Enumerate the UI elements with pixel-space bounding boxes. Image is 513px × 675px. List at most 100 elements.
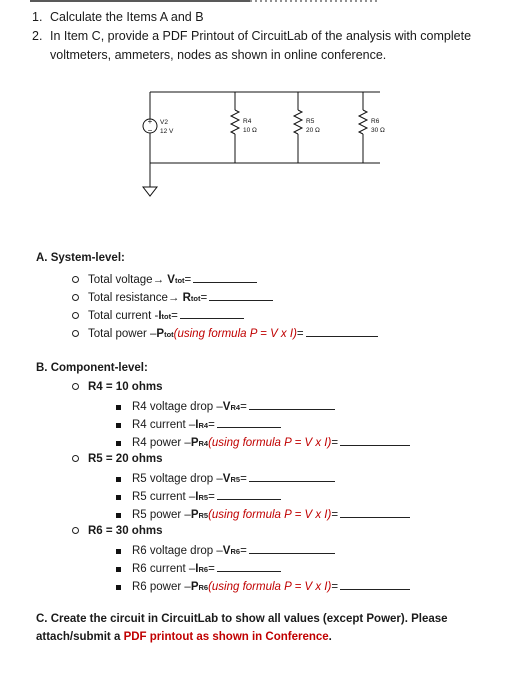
item-symbol: V: [222, 473, 231, 485]
item-symbol: V: [167, 274, 175, 286]
item-equals: =: [171, 310, 178, 322]
answer-blank[interactable]: [216, 561, 281, 572]
section-c-text: C. Create the circuit in CircuitLab to s…: [36, 610, 486, 646]
item-subscript: tot: [190, 294, 201, 303]
section-b-title: B. Component-level:: [36, 362, 148, 374]
item-label: R6 power –: [132, 581, 191, 593]
item-subscript: tot: [164, 330, 174, 339]
bullet-square-icon: [116, 405, 121, 410]
bullet-circle-icon: [72, 527, 79, 534]
item-subscript: tot: [161, 312, 172, 321]
item-equals: =: [296, 328, 304, 340]
item-symbol: V: [222, 401, 231, 413]
bullet-square-icon: [116, 549, 121, 554]
bullet-circle-icon: [72, 455, 79, 462]
item-subscript: R4: [198, 439, 209, 448]
item-label: R4 voltage drop –: [132, 401, 223, 413]
item-equals: =: [208, 491, 215, 503]
item-symbol: P: [156, 328, 165, 340]
item-label: Total resistance: [88, 292, 168, 304]
item-label: R6 voltage drop –: [132, 545, 223, 557]
r6-name: R6: [371, 118, 380, 125]
r6-zigzag: [357, 109, 369, 135]
bullet-square-icon: [116, 513, 121, 518]
group-title: R6 = 30 ohms: [72, 525, 162, 537]
section-c-suffix: .: [328, 631, 332, 643]
answer-blank[interactable]: [248, 399, 335, 410]
bullet-circle-icon: [72, 383, 79, 390]
answer-blank[interactable]: [248, 543, 335, 554]
answer-blank[interactable]: [340, 507, 411, 518]
bullet-circle-icon: [72, 330, 79, 337]
section-a-title: A. System-level:: [36, 252, 125, 264]
item-subscript: R4: [198, 421, 209, 430]
bullet-square-icon: [116, 585, 121, 590]
item-label: Total current -: [88, 310, 159, 322]
source-plus-sign: +: [148, 117, 153, 126]
item-equals: =: [240, 545, 247, 557]
group-title: R4 = 10 ohms: [72, 381, 162, 393]
r5-value: 20 Ω: [306, 127, 320, 134]
circuit-diagram: + − V2 12 V R4 10 Ω R5 20 Ω R6 30 Ω: [0, 80, 513, 220]
item-equals: =: [331, 509, 339, 521]
arrow-icon: →: [167, 292, 180, 304]
item-subscript: R4: [230, 403, 241, 412]
group-label: R6 = 30 ohms: [88, 525, 163, 537]
item-subscript: R6: [198, 565, 209, 574]
arrow-icon: →: [152, 274, 165, 286]
answer-blank[interactable]: [209, 290, 274, 301]
bullet-square-icon: [116, 441, 121, 446]
answer-blank[interactable]: [340, 579, 411, 590]
r4-value: 10 Ω: [243, 127, 257, 134]
item-subscript: R5: [198, 511, 209, 520]
answer-blank[interactable]: [179, 308, 244, 319]
bullet-circle-icon: [72, 294, 79, 301]
answer-blank[interactable]: [216, 489, 281, 500]
item-label: R4 current –: [132, 419, 196, 431]
item-symbol: P: [190, 437, 199, 449]
item-subscript: R5: [198, 493, 209, 502]
formula-note: (using formula P = V x I): [208, 437, 332, 449]
bullet-square-icon: [116, 495, 121, 500]
formula-note: (using formula P = V x I): [208, 581, 332, 593]
instruction-item: 2. In Item C, provide a PDF Printout of …: [32, 27, 507, 65]
item-symbol: P: [190, 581, 199, 593]
item-equals: =: [331, 581, 339, 593]
item-label: R4 power –: [132, 437, 191, 449]
bullet-square-icon: [116, 477, 121, 482]
group-label: R4 = 10 ohms: [88, 381, 163, 393]
r5-name: R5: [306, 118, 315, 125]
answer-blank[interactable]: [216, 417, 281, 428]
item-equals: =: [208, 419, 215, 431]
answer-blank[interactable]: [248, 471, 335, 482]
item-equals: =: [208, 563, 215, 575]
top-rule: [0, 0, 513, 4]
bullet-circle-icon: [72, 276, 79, 283]
answer-blank[interactable]: [193, 272, 258, 283]
item-label: Total power –: [88, 328, 157, 340]
answer-blank[interactable]: [305, 326, 378, 337]
item-equals: =: [240, 401, 247, 413]
item-label: R5 power –: [132, 509, 191, 521]
answer-blank[interactable]: [340, 435, 411, 446]
item-equals: =: [331, 437, 339, 449]
ground-icon: [141, 186, 159, 197]
r6-value: 30 Ω: [371, 127, 385, 134]
item-symbol: R: [182, 292, 191, 304]
group-title: R5 = 20 ohms: [72, 453, 162, 465]
bullet-square-icon: [116, 567, 121, 572]
section-c-highlight: PDF printout as shown in Conference: [123, 631, 329, 643]
instruction-number: 1.: [32, 10, 43, 24]
instruction-number: 2.: [32, 29, 43, 43]
r5-zigzag: [292, 109, 304, 135]
